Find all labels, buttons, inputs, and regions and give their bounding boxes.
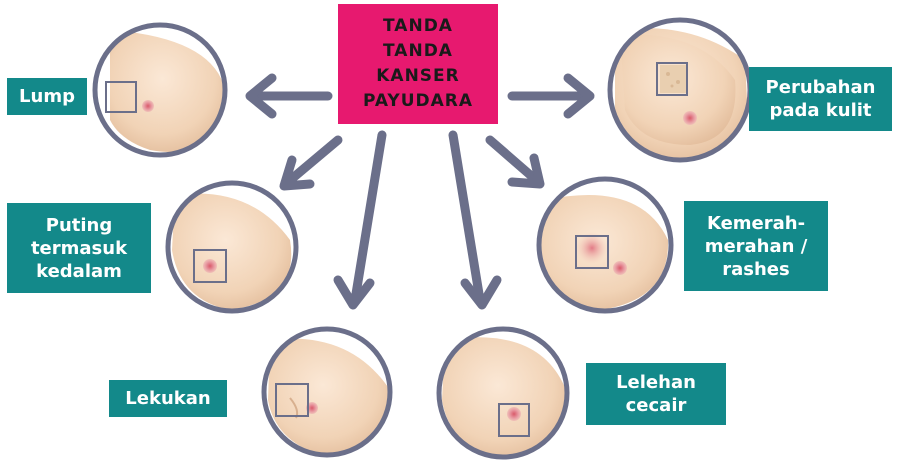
arrow-to-inverted-nipple bbox=[279, 135, 343, 191]
title-line-1: TANDA bbox=[383, 16, 453, 36]
label-discharge-line-2: cecair bbox=[625, 395, 687, 416]
label-skin-change: Perubahan pada kulit bbox=[749, 67, 892, 131]
arrow-to-discharge bbox=[448, 130, 502, 310]
label-dimpling-line-1: Lekukan bbox=[125, 388, 211, 409]
illustration-dimpling bbox=[261, 326, 393, 458]
label-inverted-nipple-line-1: Puting bbox=[45, 214, 113, 236]
illustration-nipple-discharge bbox=[436, 326, 570, 460]
arrow-to-redness bbox=[485, 135, 545, 189]
label-redness-line-2: merahan / bbox=[704, 235, 808, 257]
label-redness-line-1: Kemerah- bbox=[706, 212, 806, 234]
illustration-inverted-nipple bbox=[165, 180, 299, 314]
label-inverted-nipple: Puting termasuk kedalam bbox=[7, 203, 151, 293]
illustration-lump bbox=[92, 22, 228, 158]
arrow-to-lump bbox=[245, 73, 333, 119]
arrow-to-dimpling bbox=[333, 130, 387, 310]
label-skin-change-line-1: Perubahan bbox=[765, 77, 876, 98]
title-box: TANDA TANDA KANSER PAYUDARA bbox=[338, 4, 498, 124]
title-line-2: TANDA bbox=[383, 41, 453, 61]
label-discharge-line-1: Lelehan bbox=[616, 372, 696, 393]
label-inverted-nipple-line-2: termasuk bbox=[30, 237, 128, 259]
label-lump: Lump bbox=[7, 78, 87, 115]
label-dimpling: Lekukan bbox=[109, 380, 227, 417]
label-nipple-discharge: Lelehan cecair bbox=[586, 363, 726, 425]
label-redness-line-3: rashes bbox=[722, 258, 790, 280]
illustration-redness-rashes bbox=[536, 176, 674, 314]
label-lump-line-1: Lump bbox=[19, 86, 75, 107]
title-line-3: KANSER bbox=[376, 66, 460, 86]
illustration-skin-change bbox=[607, 17, 753, 163]
label-redness-rashes: Kemerah- merahan / rashes bbox=[684, 201, 828, 291]
title-line-4: PAYUDARA bbox=[362, 91, 474, 111]
label-inverted-nipple-line-3: kedalam bbox=[36, 260, 122, 282]
label-skin-change-line-2: pada kulit bbox=[769, 100, 872, 121]
arrows bbox=[245, 73, 595, 310]
arrow-to-skin-change bbox=[507, 73, 595, 119]
